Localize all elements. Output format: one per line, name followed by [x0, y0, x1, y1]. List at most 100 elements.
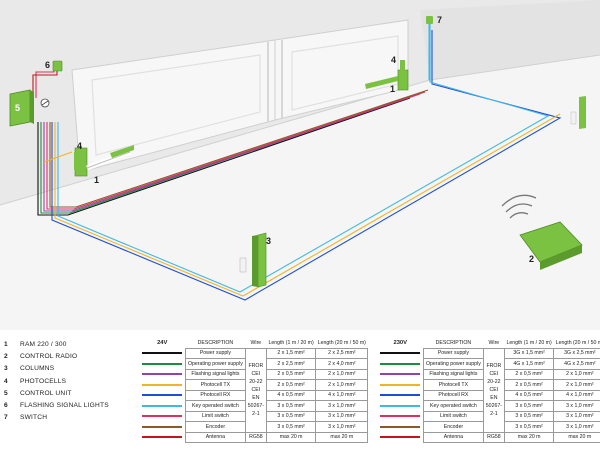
length-long: 2 x 1,0 mm²	[553, 379, 600, 391]
flashing-light: 6	[45, 60, 63, 72]
marker-7: 7	[437, 15, 442, 25]
length-long: 2 x 1,0 mm²	[315, 368, 369, 380]
marker-4-right: 4	[391, 55, 396, 65]
marker-2: 2	[529, 254, 534, 264]
legend-item: 2 CONTROL RADIO	[4, 351, 134, 363]
length-long: 2 x 4,0 mm²	[315, 358, 369, 370]
control-unit: 5	[9, 89, 50, 127]
wire-type: RG58	[482, 431, 505, 443]
wire-limit	[46, 91, 426, 210]
wire-color-line	[380, 352, 420, 355]
wire-color-line	[380, 362, 420, 365]
length-short: 2 x 0,5 mm²	[503, 379, 555, 391]
wire-color-swatch	[139, 358, 186, 369]
wire-type: FROR CEI 20-22 CEI EN 50267-2-1	[244, 347, 267, 433]
wire-header: Wire	[483, 338, 505, 349]
wire-color-swatch	[139, 432, 186, 443]
wire-color-line	[142, 404, 182, 407]
length-long: 2 x 1,0 mm²	[315, 379, 369, 391]
length-short: 3 x 0,5 mm²	[265, 410, 317, 422]
marker-4-left: 4	[77, 141, 82, 151]
wire-description: Encoder	[185, 421, 246, 433]
wire-color-swatch	[139, 421, 186, 432]
marker-3: 3	[266, 236, 271, 246]
wire-header: Wire	[245, 338, 267, 349]
wire-photocell-tx	[54, 113, 561, 297]
wire-description: Photocell RX	[185, 389, 246, 401]
length-long: max 20 m	[553, 431, 600, 443]
legend-label: SWITCH	[20, 414, 48, 422]
legend-number: 7	[4, 414, 8, 422]
length-short: 4 x 0,5 mm²	[503, 389, 555, 401]
voltage-label: 230V	[393, 340, 408, 346]
wire-power	[37, 97, 411, 216]
length-short: 2 x 2,5 mm²	[265, 358, 317, 370]
description-header: DESCRIPTION	[185, 338, 246, 349]
length-short: 2 x 1,5 mm²	[265, 347, 317, 359]
wire-description: Flashing signal lights	[185, 368, 246, 380]
wire-description: Antenna	[185, 431, 246, 443]
legend-number: 2	[4, 353, 8, 361]
length-long-header: Length (20 m / 50 m)	[553, 338, 600, 349]
length-short: 3G x 1,5 mm²	[503, 347, 555, 359]
wire-color-line	[380, 425, 420, 428]
length-short: 4 x 0,5 mm²	[265, 389, 317, 401]
length-long: 3 x 1,0 mm²	[315, 421, 369, 433]
wire-description: Operating power supply	[423, 358, 484, 370]
legend-item: 7 SWITCH	[4, 412, 134, 424]
key-switch: 7	[426, 15, 442, 80]
ram-left: 1	[74, 145, 134, 185]
wire-color-swatch	[377, 411, 424, 422]
length-short: 3 x 0,5 mm²	[265, 421, 317, 433]
length-long: 4 x 1,0 mm²	[553, 389, 600, 401]
length-short: 3 x 0,5 mm²	[503, 421, 555, 433]
wire-description: Power supply	[423, 347, 484, 359]
radio-remote: 2	[501, 194, 583, 270]
wire-color-swatch	[377, 390, 424, 401]
wire-color-line	[142, 362, 182, 365]
wire-description: Key operated switch	[185, 400, 246, 412]
marker-1-right: 1	[390, 84, 395, 94]
legend-number: 5	[4, 389, 8, 397]
wire-description: Encoder	[423, 421, 484, 433]
wire-description: Photocell RX	[423, 389, 484, 401]
installation-scene: 5 6 1 4 1 4 7 3	[0, 0, 600, 301]
wire-color-swatch	[377, 369, 424, 380]
photocell-right: 4	[391, 55, 405, 72]
legend-number: 3	[4, 365, 8, 373]
length-long: 2 x 2,5 mm²	[315, 347, 369, 359]
legend-label: PHOTOCELLS	[20, 377, 67, 385]
side-wall	[420, 0, 600, 80]
wire-color-swatch	[377, 348, 424, 359]
length-long: 3 x 1,0 mm²	[553, 410, 600, 422]
legend-label: FLASHING SIGNAL LIGHTS	[20, 401, 109, 409]
wire-description: Power supply	[185, 347, 246, 359]
length-long: 3G x 2,5 mm²	[553, 347, 600, 359]
wire-photocell-rx	[51, 30, 562, 301]
legend-label: CONTROL RADIO	[20, 353, 78, 361]
legend-label: COLUMNS	[20, 365, 55, 373]
wire-color-line	[142, 394, 182, 397]
wire-description: Photocell TX	[423, 379, 484, 391]
length-short: max 20 m	[503, 431, 555, 443]
length-long-header: Length (20 m / 50 m)	[315, 338, 368, 349]
wire-description: Flashing signal lights	[423, 368, 484, 380]
wiring	[32, 22, 562, 301]
length-long: 3 x 1,0 mm²	[315, 410, 369, 422]
length-short: 2 x 0,5 mm²	[503, 368, 555, 380]
wire-color-swatch	[139, 390, 186, 401]
wire-color-line	[142, 436, 182, 439]
wire-type: RG58	[244, 431, 267, 443]
wire-color-line	[142, 352, 182, 355]
wire-keyswitch	[57, 22, 550, 293]
marker-5: 5	[15, 103, 20, 113]
